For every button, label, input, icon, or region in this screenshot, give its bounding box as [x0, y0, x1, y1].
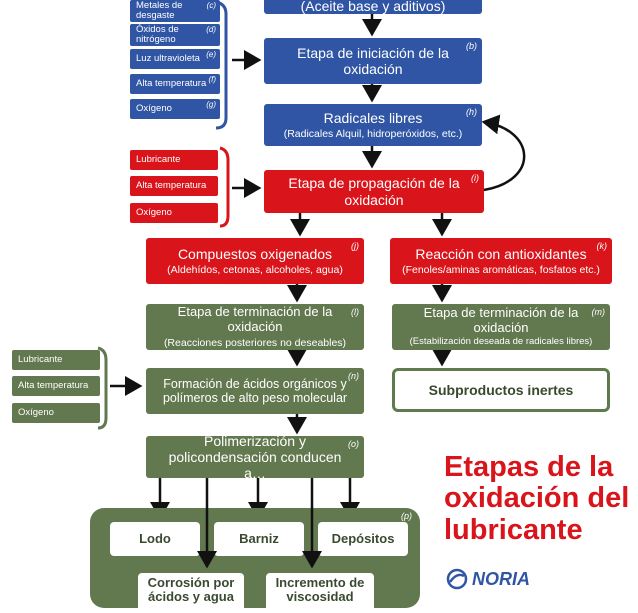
box-formation: Formación de ácidos orgánicos y polímero…: [146, 368, 364, 414]
input-oxigeno-green: Oxígeno: [12, 403, 100, 423]
product-depositos: Depósitos: [318, 522, 408, 556]
input-metales: Metales de desgaste(c): [130, 0, 220, 22]
box-top: (Aceite base y aditivos): [264, 0, 482, 14]
input-alta-temp-green: Alta temperatura: [12, 376, 100, 396]
input-alta-temp-red: Alta temperatura: [130, 176, 218, 196]
box-polymerization: Polimerización y policondensación conduc…: [146, 433, 364, 481]
input-oxigeno-red: Oxígeno: [130, 203, 218, 223]
box-radicals: Radicales libres (Radicales Alquil, hidr…: [264, 104, 482, 146]
input-luz: Luz ultravioleta(e): [130, 49, 220, 69]
input-lubricante-red: Lubricante: [130, 150, 218, 170]
box-oxygenated: Compuestos oxigenados (Aldehídos, cetona…: [146, 238, 364, 284]
product-lodo: Lodo: [110, 522, 200, 556]
box-termination-l: Etapa de terminación de la oxidación (Re…: [146, 304, 364, 350]
product-corrosion: Corrosión por ácidos y agua: [138, 573, 244, 613]
arrow-feedback-loop: [481, 114, 526, 192]
box-propagation: Etapa de propagación de la oxidación (i): [264, 170, 484, 213]
box-inert: Subproductos inertes: [392, 368, 610, 412]
bracket-red: [219, 146, 230, 228]
noria-globe-icon: [446, 568, 468, 590]
bracket-blue: [215, 0, 228, 130]
bracket-green: [97, 346, 108, 430]
diagram-title: Etapas de la oxidación del lubricante: [444, 451, 630, 546]
noria-logo: NORIA: [446, 568, 530, 590]
input-alta-temp-blue: Alta temperatura(f): [130, 74, 220, 94]
input-oxigeno-blue: Oxígeno(g): [130, 99, 220, 119]
box-antioxidants: Reacción con antioxidantes (Fenoles/amin…: [390, 238, 612, 284]
input-lubricante-green: Lubricante: [12, 350, 100, 370]
products-letter: (p): [401, 511, 412, 521]
product-viscosidad: Incremento de viscosidad: [266, 573, 374, 613]
input-oxidos: Óxidos de nitrógeno(d): [130, 24, 220, 46]
box-initiation: Etapa de iniciación de la oxidación (b): [264, 38, 482, 84]
box-termination-m: Etapa de terminación de la oxidación (Es…: [392, 304, 610, 350]
product-barniz: Barniz: [214, 522, 304, 556]
